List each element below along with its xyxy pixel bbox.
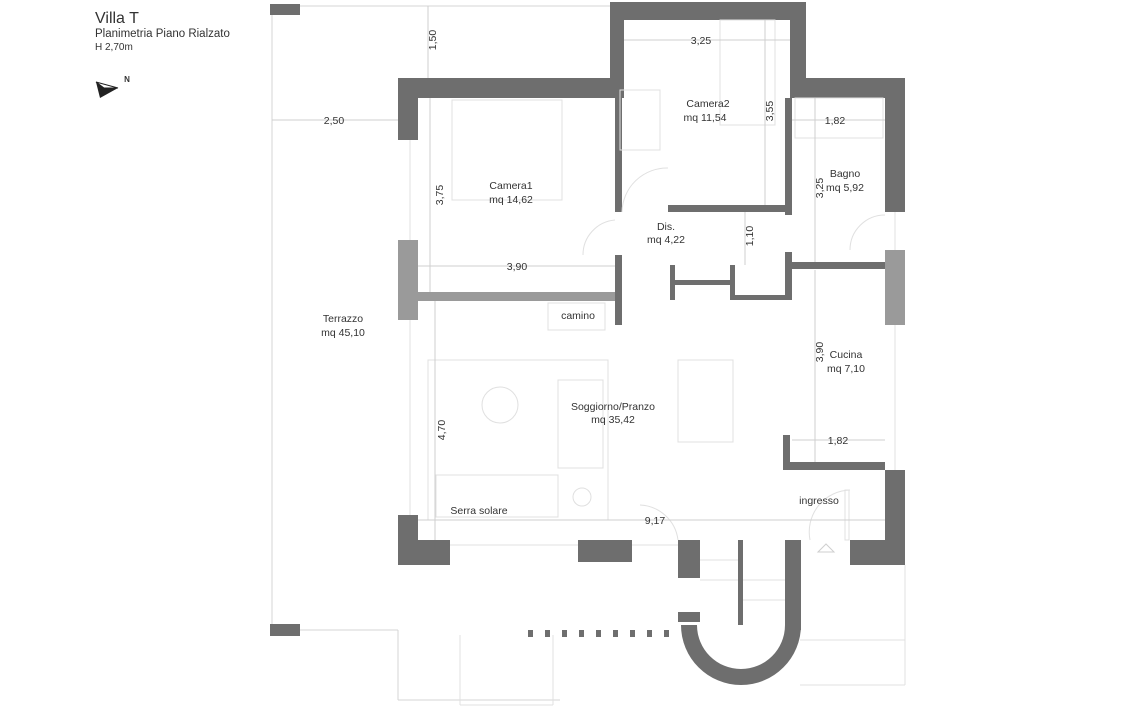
room-name-bagno: Bagno [830,168,861,180]
dim-label: 3,75 [434,185,446,206]
room-name-terrazzo: Terrazzo [323,313,363,325]
label-serra-solare: Serra solare [450,505,507,517]
plan-header: Villa T Planimetria Piano Rialzato H 2,7… [95,10,230,53]
walls [398,2,905,685]
room-area-camera2: mq 11,54 [684,112,727,124]
room-labels: Camera2 mq 11,54 Camera1 mq 14,62 Bagno … [321,98,865,517]
dim-label: 3,25 [691,35,712,47]
dim-label: 1,10 [744,226,756,247]
room-name-soggiorno: Soggiorno/Pranzo [571,401,655,413]
dim-label: 3,90 [507,261,528,273]
room-area-soggiorno: mq 35,42 [591,414,635,426]
dim-label: 1,82 [828,435,849,447]
dim-label: 9,17 [645,515,666,527]
dimension-lines [272,6,885,540]
room-area-bagno: mq 5,92 [826,182,864,194]
room-name-cucina: Cucina [830,349,863,361]
label-camino: camino [561,310,595,322]
dimension-labels: 1,50 2,50 3,25 3,55 1,82 3,25 3,75 3,90 … [324,30,849,527]
room-name-dis: Dis. [657,221,675,233]
dim-label: 1,50 [427,30,439,51]
north-label: N [124,75,130,84]
dim-label: 1,82 [825,115,846,127]
dim-label: 2,50 [324,115,345,127]
dim-label: 3,90 [814,342,826,363]
room-area-camera1: mq 14,62 [489,194,533,206]
ceiling-height: H 2,70m [95,41,133,53]
plan-subtitle: Planimetria Piano Rialzato [95,28,230,41]
north-arrow-icon: N [95,75,130,98]
terrace-outline [270,4,610,701]
label-ingresso: ingresso [799,495,839,507]
plan-title: Villa T [95,10,139,27]
room-area-dis: mq 4,22 [647,234,685,246]
room-area-cucina: mq 7,10 [827,363,865,375]
room-name-camera1: Camera1 [489,180,532,192]
dim-label: 4,70 [436,420,448,441]
dim-label: 3,55 [764,101,776,122]
dim-label: 3,25 [814,178,826,199]
fixtures [409,19,906,706]
room-name-camera2: Camera2 [686,98,729,110]
room-area-terrazzo: mq 45,10 [321,327,365,339]
